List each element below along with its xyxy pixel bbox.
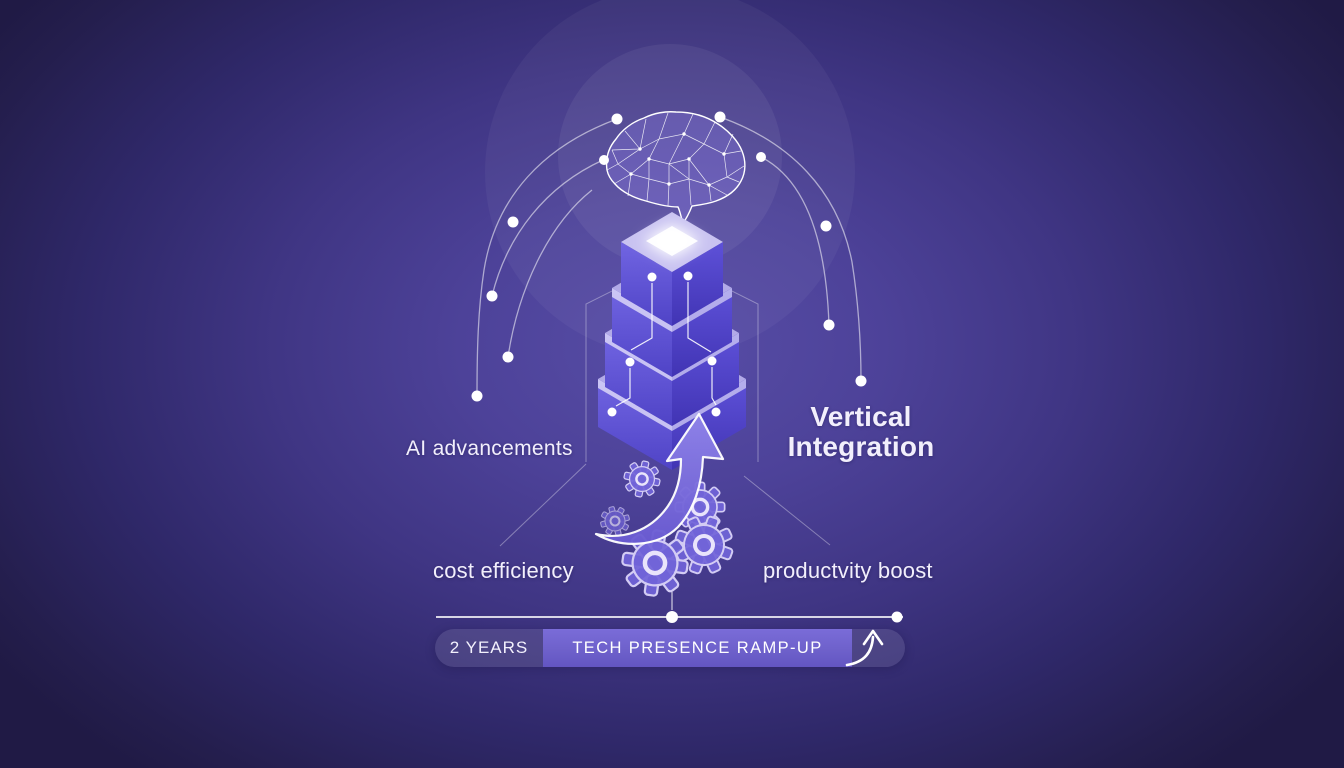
glow-halo: [485, 0, 855, 357]
timeline-phase-label: TECH PRESENCE RAMP-UP: [572, 638, 823, 657]
circuit-traces: [615, 282, 717, 407]
timeline-bar: 2 YEARS TECH PRESENCE RAMP-UP: [435, 629, 905, 667]
timeline-bar-highlight-segment: [543, 629, 852, 667]
timeline-duration-label: 2 YEARS: [449, 638, 529, 657]
timeline-axis: [436, 592, 903, 623]
label-vertical-integration: Vertical Integration: [771, 402, 951, 462]
curved-up-arrow-icon: [845, 629, 884, 667]
connection-arcs: [476, 116, 862, 397]
circuit-node-dots: [607, 271, 721, 417]
neural-network-brain-icon: [605, 111, 746, 224]
arc-node-dots: [471, 111, 867, 402]
label-ai-advancements: AI advancements: [406, 437, 573, 460]
swoosh-growth-arrow-icon: [594, 412, 725, 545]
label-cost-efficiency: cost efficiency: [433, 558, 574, 583]
label-vertical-integration-line2: Integration: [787, 431, 935, 462]
isometric-layer-stack-icon: [598, 212, 746, 470]
label-productivity-boost: productvity boost: [763, 558, 933, 583]
label-vertical-integration-line1: Vertical: [810, 401, 912, 432]
